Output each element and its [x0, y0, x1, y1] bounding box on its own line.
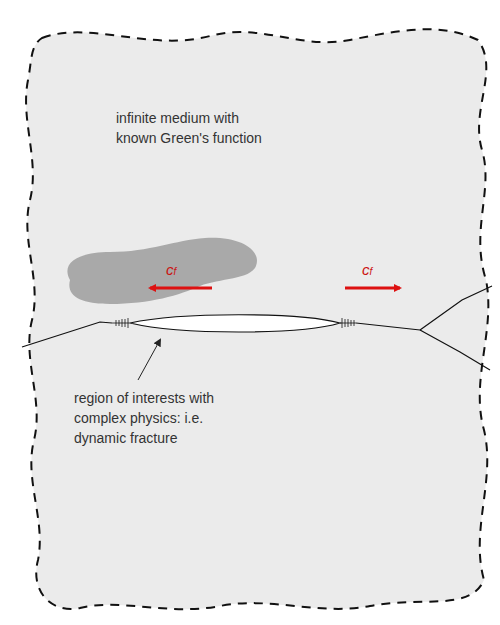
region-label: infinite medium with known Green's funct…: [116, 108, 281, 148]
crack-line: [22, 322, 112, 347]
crack-branch: [420, 286, 492, 330]
annotation-text: region of interests with complex physics…: [74, 388, 222, 448]
front-velocity-arrow: [150, 287, 212, 290]
infinite-medium: [26, 29, 488, 609]
front-velocity-arrow: [345, 287, 400, 290]
velocity-symbol: cf: [362, 262, 402, 280]
crack-branch: [420, 330, 490, 370]
crack-line: [356, 323, 420, 330]
inclusion-blob: [67, 238, 257, 304]
crack-opening: [130, 315, 340, 332]
leader-arrow: [138, 340, 160, 380]
velocity-symbol: cf: [166, 262, 206, 280]
cohesive-zone: [112, 318, 356, 328]
